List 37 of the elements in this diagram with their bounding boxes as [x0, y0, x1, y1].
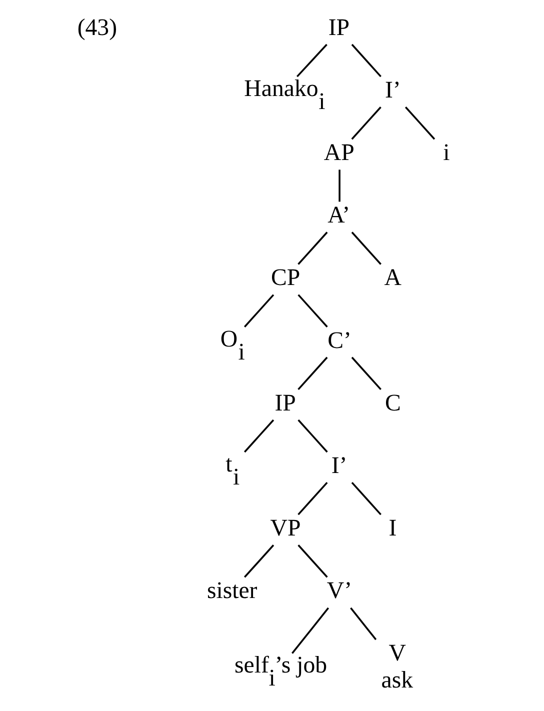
- node-text: AP: [323, 140, 354, 166]
- connector: [350, 356, 381, 390]
- connector: [297, 232, 328, 265]
- connector: [297, 356, 328, 390]
- connector: [243, 419, 274, 453]
- node-text: I: [388, 515, 396, 542]
- node-text: sister: [206, 578, 257, 604]
- node-label: ask: [380, 667, 413, 694]
- connector: [297, 419, 328, 453]
- connector: [350, 44, 381, 78]
- node-text: A: [384, 265, 401, 292]
- node-text: I’: [330, 452, 347, 479]
- node-text: A’: [327, 202, 350, 229]
- connector: [243, 544, 274, 578]
- node-text: V: [388, 640, 406, 667]
- connector: [404, 106, 435, 140]
- connector: [291, 607, 329, 654]
- connector: [243, 294, 274, 328]
- connector: [350, 106, 381, 140]
- connector: [297, 482, 328, 516]
- node-text: IP: [274, 390, 296, 416]
- connector: [338, 170, 340, 202]
- node-text: i: [442, 140, 450, 166]
- node-text: CP: [270, 265, 300, 292]
- connector: [350, 232, 381, 265]
- node-text: C’: [327, 328, 351, 354]
- node-text: C: [384, 390, 400, 416]
- node-text: IP: [328, 14, 350, 41]
- connector: [350, 482, 381, 516]
- connector: [297, 544, 328, 578]
- node-text: V’: [326, 578, 352, 604]
- label: (43): [76, 14, 117, 41]
- connector: [297, 294, 328, 328]
- connector: [350, 607, 376, 640]
- node-text: I’: [384, 77, 400, 104]
- connector: [296, 44, 327, 78]
- node-text: VP: [270, 515, 300, 542]
